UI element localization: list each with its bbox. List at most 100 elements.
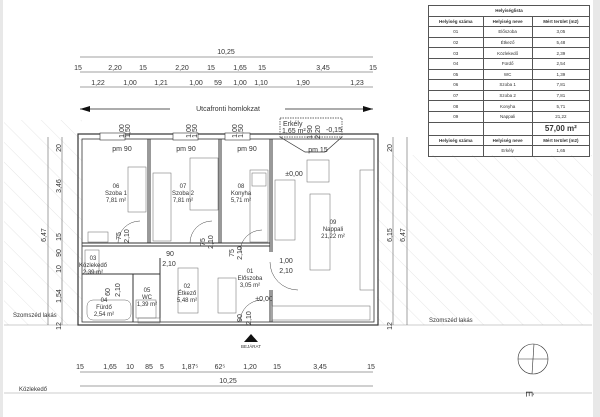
cell-name: Szoba 1 bbox=[482, 79, 533, 91]
dimension-label: 15 bbox=[369, 65, 377, 72]
cell-number: 09 bbox=[428, 110, 484, 123]
cell-area: 21,22 bbox=[531, 110, 591, 123]
entrance-arrow-icon bbox=[244, 334, 258, 342]
room-area: 3,05 m² bbox=[240, 283, 260, 289]
cell-name: Fürdő bbox=[482, 57, 533, 70]
dimension-label: 3,45 bbox=[313, 364, 327, 371]
cell-number: 08 bbox=[428, 100, 484, 112]
window-width: 1,00 bbox=[186, 124, 193, 138]
neighbor-hatch-left bbox=[4, 120, 82, 325]
cell-number: 03 bbox=[428, 47, 484, 59]
cell-number: 02 bbox=[428, 36, 484, 49]
cell-area: 7,81 bbox=[531, 79, 591, 91]
balcony bbox=[279, 117, 343, 153]
cell-name: Nappali bbox=[482, 110, 533, 123]
dimension-label: 6,15 bbox=[387, 228, 394, 242]
dimension-label: 15 bbox=[74, 65, 82, 72]
cell-name: WC bbox=[482, 68, 533, 81]
room-area: 2,54 m² bbox=[94, 312, 114, 318]
north-compass-icon bbox=[517, 343, 549, 375]
table-header-2: Helyiség száma Helyiség neve Mért terüle… bbox=[428, 134, 591, 147]
dimension-label: 1,65 bbox=[103, 364, 117, 371]
dimension-label: 20 bbox=[56, 144, 63, 152]
neighbor-hatch-right bbox=[377, 155, 592, 325]
dimension-label: 2,20 bbox=[175, 65, 189, 72]
room-number: 02 bbox=[184, 284, 191, 290]
dimension-label: 15 bbox=[207, 65, 215, 72]
room-number: 09 bbox=[330, 220, 337, 226]
dimension-label: 62⁵ bbox=[215, 364, 226, 371]
dimension-label: 15 bbox=[56, 233, 63, 241]
cell-area: 1,39 bbox=[531, 68, 591, 81]
door-height: 2,20 bbox=[315, 125, 322, 139]
cell-name: Közlekedő bbox=[482, 47, 533, 59]
cell-name: Szoba 2 bbox=[482, 89, 533, 102]
table-title: Helyiséglista bbox=[428, 5, 590, 17]
dimension-label: 5 bbox=[160, 364, 164, 371]
cell-area: 2,39 bbox=[531, 47, 591, 59]
room-name: Konyha bbox=[231, 191, 252, 197]
cell-area: 3,05 bbox=[531, 26, 591, 38]
windows bbox=[99, 132, 251, 141]
window-width: 1,00 bbox=[119, 124, 126, 138]
room-number: 08 bbox=[238, 184, 245, 190]
corridor-label: Közlekedő bbox=[19, 387, 48, 393]
cell-area: 1,65 bbox=[531, 145, 591, 157]
room-schedule-table: Helyiséglista Helyiség száma Helyiség ne… bbox=[428, 5, 591, 157]
room-name: Szoba 1 bbox=[105, 191, 128, 197]
window-height: 1,50 bbox=[125, 124, 132, 138]
door-height: 2,10 bbox=[115, 283, 122, 297]
dimension-label: 90 bbox=[56, 249, 63, 257]
cell-area: 2,54 bbox=[531, 57, 591, 70]
total-area: 57,00 m² bbox=[531, 121, 591, 136]
neighbor-left-label: Szomszéd lakás bbox=[13, 313, 57, 319]
header-area: Mért terület (m2) bbox=[531, 134, 591, 147]
page-scrollbar[interactable] bbox=[593, 0, 600, 417]
street-facade-label: Utcafronti homlokzat bbox=[196, 106, 260, 113]
dim-top-total: 10,25 bbox=[217, 49, 235, 56]
door-width: 60 bbox=[105, 288, 112, 296]
door-height: 2,10 bbox=[208, 235, 215, 249]
dimension-label: 1,00 bbox=[189, 80, 203, 87]
window-height: 1,50 bbox=[192, 124, 199, 138]
header-name: Helyiség neve bbox=[482, 134, 533, 147]
cell-number: 06 bbox=[428, 79, 484, 91]
header-name: Helyiség neve bbox=[482, 15, 533, 28]
dimension-label: 15 bbox=[367, 364, 375, 371]
street-facade-arrow bbox=[80, 106, 373, 112]
dim-bottom-total: 10,25 bbox=[219, 378, 237, 385]
entrance-label: BEJÁRAT bbox=[241, 343, 261, 349]
room-name: Közlekedő bbox=[79, 263, 108, 269]
dimension-label: 15 bbox=[258, 65, 266, 72]
window-sill-label: pm 90 bbox=[237, 146, 257, 153]
door-height: 2,10 bbox=[162, 261, 176, 268]
room-number: 07 bbox=[180, 184, 187, 190]
door-swings bbox=[117, 220, 299, 323]
neighbor-right-label: Szomszéd lakás bbox=[429, 318, 473, 324]
level-marker: ±0,00 bbox=[285, 171, 303, 178]
door-height: 2,10 bbox=[279, 268, 293, 275]
cell-name: Étkező bbox=[482, 36, 533, 49]
room-area: 5,48 m² bbox=[177, 298, 197, 304]
dimension-label: 12 bbox=[56, 322, 63, 330]
cell-name: Erkély bbox=[482, 145, 533, 157]
dimension-label: 10 bbox=[126, 364, 134, 371]
room-area: 2,39 m² bbox=[83, 270, 103, 276]
window-sill-label: pm 90 bbox=[176, 146, 196, 153]
cell-number: 01 bbox=[428, 26, 484, 38]
dimension-lines bbox=[47, 56, 408, 387]
door-width: 75 bbox=[116, 232, 123, 240]
cell-number bbox=[428, 145, 484, 157]
room-area: 21,22 m² bbox=[321, 234, 345, 240]
level-marker: ±0,00 bbox=[255, 296, 273, 303]
window-height: 1,50 bbox=[238, 124, 245, 138]
dimension-label: 1,00 bbox=[233, 80, 247, 87]
room-area: 7,81 m² bbox=[106, 198, 126, 204]
cell-area: 5,71 bbox=[531, 100, 591, 112]
